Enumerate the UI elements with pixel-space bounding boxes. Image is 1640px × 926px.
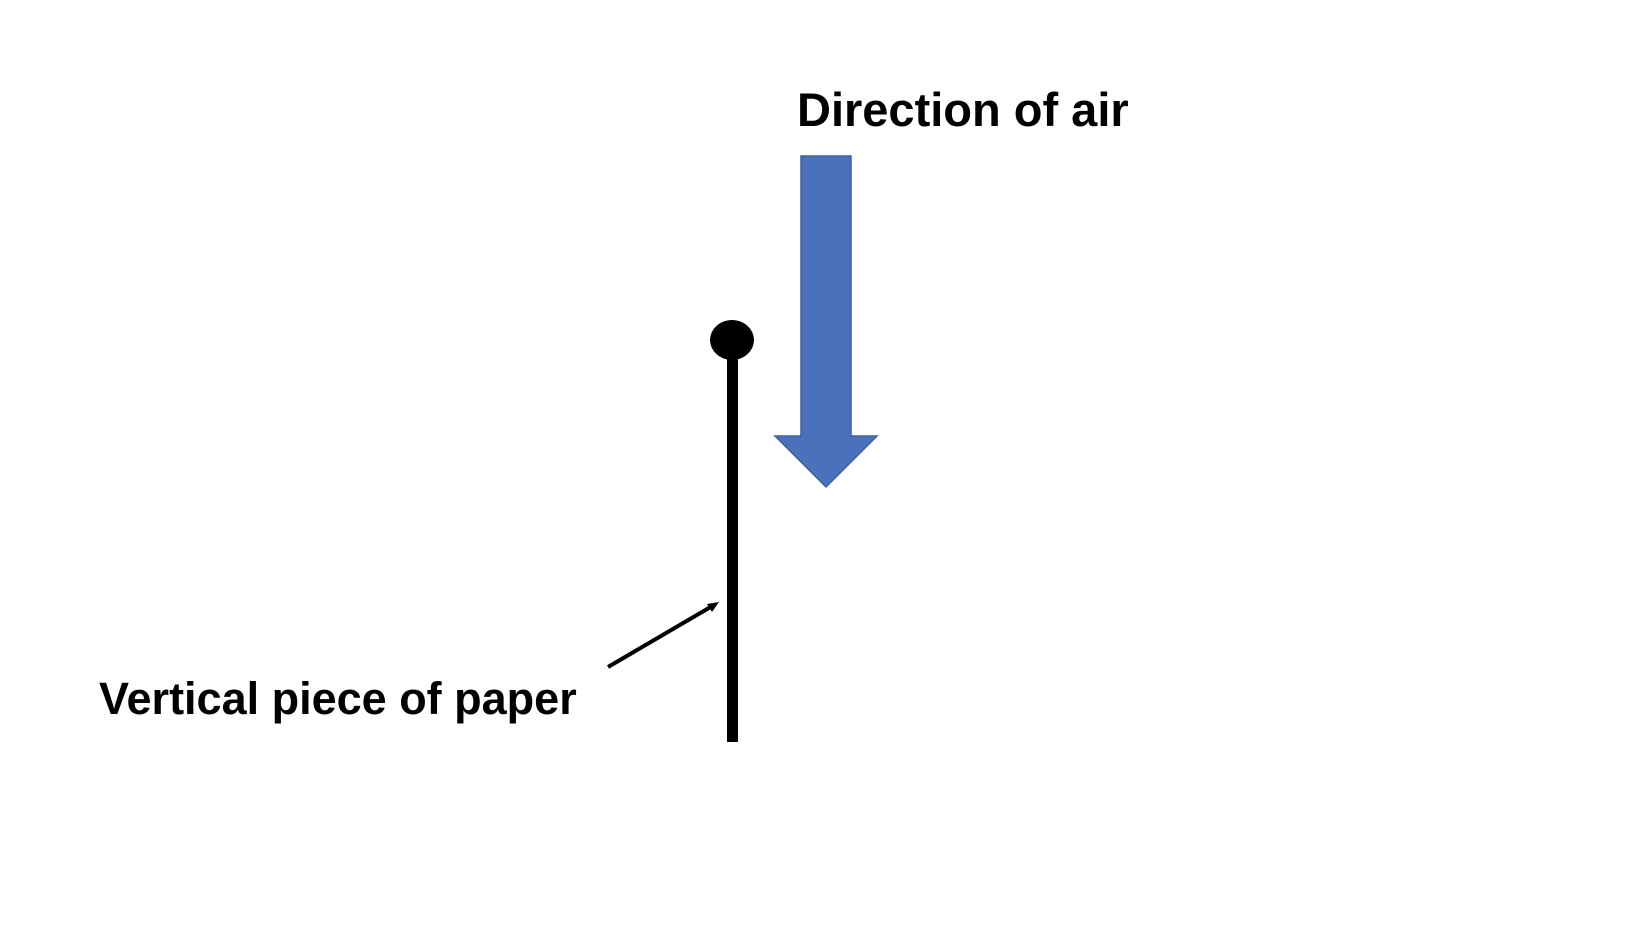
vertical-paper <box>727 355 738 742</box>
air-direction-label: Direction of air <box>797 83 1129 136</box>
paper-top-dot <box>710 320 754 360</box>
paper-label: Vertical piece of paper <box>99 673 577 724</box>
paper-pointer-line <box>606 603 716 669</box>
air-direction-arrow <box>773 155 879 489</box>
paper-pointer-arrowhead <box>707 602 719 612</box>
